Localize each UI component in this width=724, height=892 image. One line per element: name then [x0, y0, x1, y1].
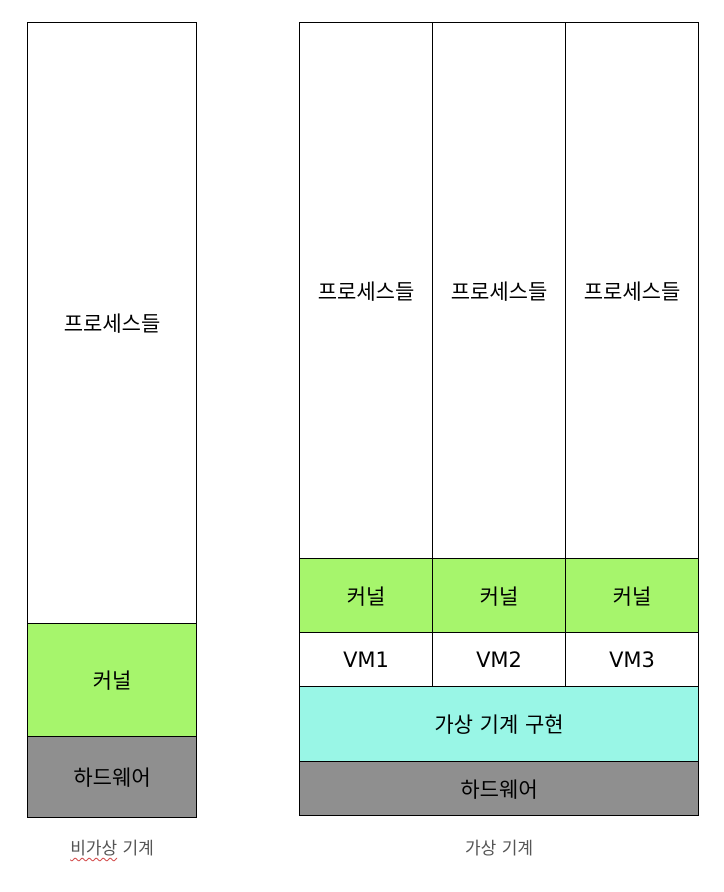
- non-virtual-hardware-label: 하드웨어: [73, 766, 151, 790]
- virtualization-implementation-label: 가상 기계 구현: [434, 713, 564, 737]
- non-virtual-hardware-block: 하드웨어: [27, 736, 197, 818]
- virtual-caption-text: 가상 기계: [465, 839, 533, 859]
- vm1-processes-label: 프로세스들: [317, 279, 415, 304]
- vm3-processes-label: 프로세스들: [583, 279, 681, 304]
- virtual-caption: 가상 기계: [299, 834, 699, 859]
- non-virtual-kernel-block: 커널: [27, 623, 197, 737]
- vm2-kernel-label: 커널: [479, 584, 519, 609]
- vm2-kernel-block: 커널: [432, 558, 566, 633]
- vm1-processes-block: 프로세스들: [299, 22, 433, 559]
- non-virtual-processes-label: 프로세스들: [63, 312, 161, 336]
- vm3-label: VM3: [609, 647, 655, 672]
- vm3-block: VM3: [565, 632, 699, 687]
- vm1-block: VM1: [299, 632, 433, 687]
- vm2-block: VM2: [432, 632, 566, 687]
- virtual-hardware-label: 하드웨어: [460, 777, 538, 802]
- vm2-processes-label: 프로세스들: [450, 279, 548, 304]
- vm2-label: VM2: [476, 647, 522, 672]
- vm1-kernel-block: 커널: [299, 558, 433, 633]
- non-virtual-caption-misspelled: 비가상: [70, 839, 118, 859]
- non-virtual-caption: 비가상 기계: [27, 834, 197, 859]
- virtualization-implementation-block: 가상 기계 구현: [299, 686, 699, 762]
- vm2-processes-block: 프로세스들: [432, 22, 566, 559]
- non-virtual-processes-block: 프로세스들: [27, 22, 197, 624]
- vm3-kernel-label: 커널: [612, 584, 652, 609]
- non-virtual-kernel-label: 커널: [92, 669, 132, 693]
- non-virtual-caption-rest: 기계: [117, 839, 154, 859]
- virtual-hardware-block: 하드웨어: [299, 761, 699, 816]
- vm1-kernel-label: 커널: [346, 584, 386, 609]
- vm3-processes-block: 프로세스들: [565, 22, 699, 559]
- vm3-kernel-block: 커널: [565, 558, 699, 633]
- vm1-label: VM1: [343, 647, 389, 672]
